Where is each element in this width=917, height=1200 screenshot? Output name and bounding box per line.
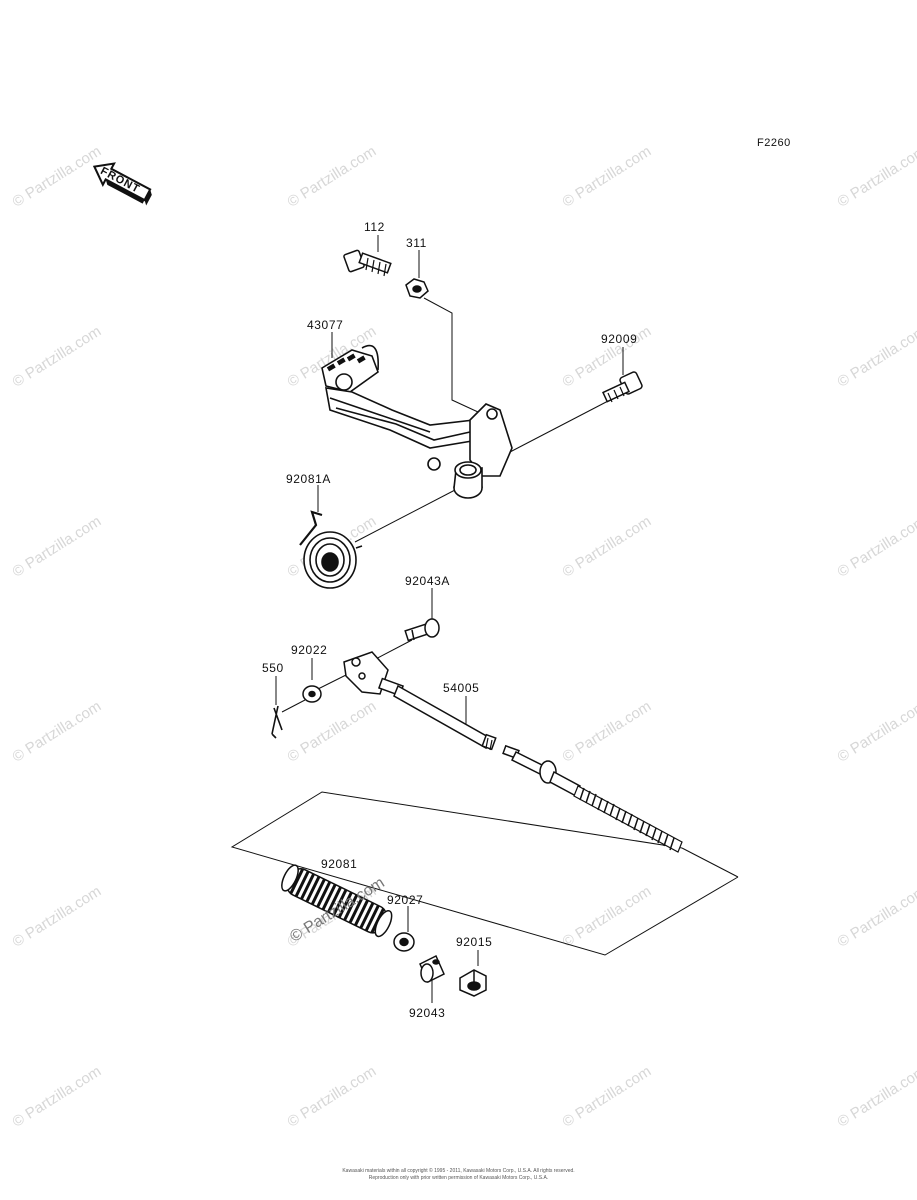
footer-copyright: Kawasaki materials within all copyright … bbox=[342, 1168, 575, 1174]
part-311-nut[interactable] bbox=[405, 278, 429, 299]
part-label-92081[interactable]: 92081 bbox=[321, 857, 358, 871]
part-label-43077[interactable]: 43077 bbox=[307, 318, 344, 332]
part-92081A-spring[interactable] bbox=[299, 510, 363, 589]
part-112-bolt[interactable] bbox=[343, 249, 392, 277]
part-label-92009[interactable]: 92009 bbox=[601, 332, 638, 346]
part-label-92027[interactable]: 92027 bbox=[387, 893, 424, 907]
part-label-311[interactable]: 311 bbox=[406, 236, 427, 250]
group-box bbox=[230, 791, 739, 956]
part-label-550[interactable]: 550 bbox=[262, 661, 284, 675]
part-92009-bolt[interactable] bbox=[602, 371, 643, 403]
part-550-clip[interactable] bbox=[271, 705, 283, 739]
part-92027-washer[interactable] bbox=[393, 932, 415, 952]
leader-spring-to-arm bbox=[354, 489, 456, 543]
part-92081-spring[interactable] bbox=[278, 863, 395, 939]
leader-92009-to-arm bbox=[509, 399, 611, 453]
part-92043A-pin[interactable] bbox=[404, 618, 440, 642]
leader-clip-to-washer bbox=[281, 699, 306, 713]
part-label-92043A[interactable]: 92043A bbox=[405, 574, 450, 588]
part-43077-brake-pedal[interactable] bbox=[321, 344, 513, 499]
part-label-92043[interactable]: 92043 bbox=[409, 1006, 446, 1020]
leader-rod-end bbox=[681, 847, 739, 878]
part-label-92081A[interactable]: 92081A bbox=[286, 472, 331, 486]
part-label-92015[interactable]: 92015 bbox=[456, 935, 493, 949]
rod-thread bbox=[573, 785, 683, 853]
footer-reproduction: Reproduction only with prior written per… bbox=[368, 1175, 549, 1181]
part-label-54005[interactable]: 54005 bbox=[443, 681, 480, 695]
part-label-92022[interactable]: 92022 bbox=[291, 643, 328, 657]
part-label-112[interactable]: 112 bbox=[364, 220, 385, 234]
ref-code: F2260 bbox=[757, 137, 791, 149]
leader-311-to-arm bbox=[423, 297, 479, 413]
part-54005-rod[interactable] bbox=[343, 651, 581, 798]
part-92043-collar[interactable] bbox=[419, 954, 445, 984]
front-arrow-icon bbox=[92, 162, 152, 206]
part-92015-nut[interactable] bbox=[459, 969, 487, 997]
part-92022-washer[interactable] bbox=[302, 685, 322, 703]
